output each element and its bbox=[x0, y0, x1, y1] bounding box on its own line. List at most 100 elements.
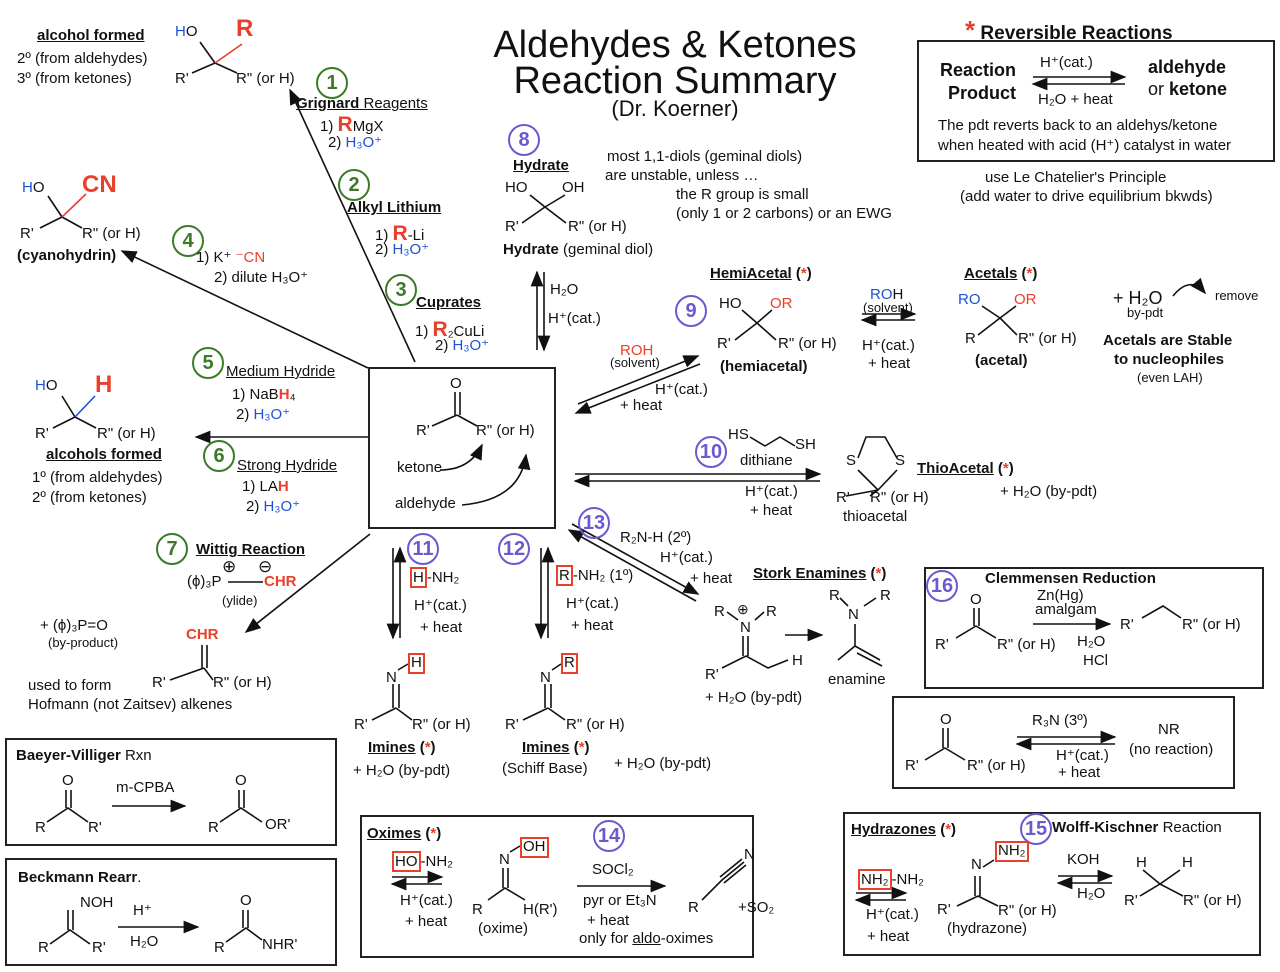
alcohol-formed-title: alcohol formed bbox=[37, 27, 145, 44]
enamine-heat: + heat bbox=[690, 570, 733, 587]
oxime-hr: H(R') bbox=[523, 901, 558, 918]
aldehyde-label: aldehyde bbox=[395, 495, 456, 512]
hydride-alcohol-hydroxyl: HO bbox=[35, 377, 58, 394]
ylide-chr: CHR bbox=[264, 573, 297, 590]
acetal-water: + H₂O bbox=[1113, 288, 1163, 308]
clemmensen-water: H₂O bbox=[1077, 633, 1106, 650]
alcohol-2deg: 2º (from aldehydes) bbox=[17, 50, 148, 67]
imine11-catalyst: H⁺(cat.) bbox=[414, 597, 467, 614]
beckmann-noh: NOH bbox=[80, 894, 114, 911]
arrow-cyanohydrin bbox=[120, 250, 369, 369]
hydrate-r2: R" (or H) bbox=[568, 218, 627, 235]
beckmann-r1: R' bbox=[92, 939, 106, 956]
acetal-ro: RO bbox=[958, 291, 981, 308]
hydroxylamine-reagent: HO-NH₂ bbox=[392, 851, 453, 872]
oxime-box bbox=[360, 815, 754, 958]
beckmann-title: Beckmann Rearr. bbox=[18, 869, 142, 886]
wk-r1: R' bbox=[1124, 892, 1138, 909]
clemmensen-amalgam: amalgam bbox=[1035, 601, 1097, 618]
enamine-label: enamine bbox=[828, 671, 886, 688]
step-badge-7: 7 bbox=[156, 533, 188, 565]
thioacetal-bypdt: + H₂O (by-pdt) bbox=[1000, 483, 1098, 500]
dithiane-hs: HS bbox=[728, 426, 749, 443]
enamine-r-left: R bbox=[829, 587, 840, 604]
oximes-title: Oximes (*) bbox=[367, 825, 442, 842]
aldoxime-note: only for aldo-oximes bbox=[579, 930, 714, 947]
oxime-label: (oxime) bbox=[478, 920, 529, 937]
beckmann-r: R bbox=[38, 939, 49, 956]
enamine-r-right: R bbox=[880, 587, 891, 604]
title-line1: Aldehydes & Ketones bbox=[493, 24, 857, 66]
hydrazone-nh2: NH₂ bbox=[995, 841, 1029, 862]
reversible-note-2: when heated with acid (H⁺) catalyst in w… bbox=[938, 137, 1232, 154]
alcohol-r1: R' bbox=[175, 70, 189, 87]
bv-product-o: O bbox=[235, 772, 247, 789]
nr-result-sub: (no reaction) bbox=[1129, 741, 1214, 758]
hydrate-note-3: the R group is small bbox=[676, 186, 809, 203]
oxime-oh: OH bbox=[520, 837, 549, 858]
hydrazine-reagent: NH₂-NH₂ bbox=[858, 869, 924, 890]
title-line2: Reaction Summary bbox=[513, 60, 837, 102]
thioacetal-catalyst: H⁺(cat.) bbox=[745, 483, 798, 500]
oxime-catalyst: H⁺(cat.) bbox=[400, 892, 453, 909]
hydrazone-r1: R' bbox=[937, 901, 951, 918]
cuprates-step1: 1) R₂CuLi bbox=[415, 318, 485, 341]
hemiacetal-ho: HO bbox=[719, 295, 742, 312]
baeyer-villiger-box bbox=[5, 738, 337, 846]
clemmensen-title: Clemmensen Reduction bbox=[985, 570, 1156, 587]
iminium-h: H bbox=[792, 652, 803, 669]
beckmann-box bbox=[5, 858, 337, 966]
iminium-n: N bbox=[740, 619, 751, 636]
step-badge-13: 13 bbox=[578, 507, 610, 539]
step-badge-1: 1 bbox=[316, 67, 348, 99]
hydrate-note-1: most 1,1-diols (geminal diols) bbox=[607, 148, 803, 165]
le-chatelier-1: use Le Chatelier's Principle bbox=[985, 169, 1167, 186]
alcohols-formed-title: alcohols formed bbox=[46, 446, 162, 463]
enamine-bypdt: + H₂O (by-pdt) bbox=[705, 689, 803, 706]
acetal-bypdt: by-pdt bbox=[1127, 305, 1164, 320]
phosphonium-plus: ⊕ bbox=[222, 557, 237, 576]
acetal-roh: ROH bbox=[870, 286, 904, 303]
acetal-stable-2: to nucleophiles bbox=[1114, 351, 1225, 368]
hydride-alcohol-r1: R' bbox=[35, 425, 49, 442]
reversible-forward: H⁺(cat.) bbox=[1040, 54, 1093, 71]
imine12-bypdt: + H₂O (by-pdt) bbox=[614, 755, 712, 772]
nr-o: O bbox=[940, 711, 952, 728]
cyanide-step2: 2) dilute H₃O⁺ bbox=[214, 269, 309, 286]
acetals-title: Acetals (*) bbox=[964, 265, 1038, 282]
cuprates-step2: 2) H₃O⁺ bbox=[435, 337, 490, 354]
alkyl-lithium-step1: 1) R-Li bbox=[375, 222, 425, 245]
hemiacetal-label: (hemiacetal) bbox=[720, 358, 808, 375]
clemmensen-hcl: HCl bbox=[1083, 652, 1108, 669]
or-ketone-text: or ketone bbox=[1148, 79, 1228, 99]
imine11-n: N bbox=[386, 669, 397, 686]
hydrate-note-2: are unstable, unless … bbox=[605, 167, 759, 184]
nitrile-r: R bbox=[688, 899, 699, 916]
alkane-r1: R' bbox=[1120, 616, 1134, 633]
alcohol-1deg: 1º (from aldehydes) bbox=[32, 469, 163, 486]
iminium-r1: R' bbox=[705, 666, 719, 683]
iminium-r-left: R bbox=[714, 603, 725, 620]
nr-catalyst: H⁺(cat.) bbox=[1056, 747, 1109, 764]
bv-reagent: m-CPBA bbox=[116, 779, 175, 796]
imine11-h: H bbox=[408, 653, 425, 674]
hydrate-reagent: H₂O bbox=[550, 281, 579, 298]
secondary-amine-reagent: R₂N-H (2º) bbox=[620, 529, 692, 546]
strong-hydride-title: Strong Hydride bbox=[237, 457, 338, 474]
dithiane-sh: SH bbox=[795, 436, 816, 453]
iminium-plus: ⊕ bbox=[737, 601, 749, 617]
grignard-title: Grignard Reagents bbox=[296, 95, 428, 112]
acetal-catalyst: H⁺(cat.) bbox=[862, 337, 915, 354]
wittig-note-2: Hofmann (not Zaitsev) alkenes bbox=[28, 696, 233, 713]
step-badge-3: 3 bbox=[385, 274, 417, 306]
tertiary-amine-reagent: R₃N (3º) bbox=[1032, 712, 1088, 729]
step-badge-15: 15 bbox=[1020, 813, 1052, 845]
oxime-heat: + heat bbox=[405, 913, 448, 930]
wk-r2: R" (or H) bbox=[1183, 892, 1242, 909]
baeyer-villiger-title: Baeyer-Villiger Rxn bbox=[16, 747, 152, 764]
acetal-remove: remove bbox=[1215, 288, 1259, 303]
nr-result: NR bbox=[1158, 721, 1180, 738]
bv-reactant-r: R bbox=[35, 819, 46, 836]
